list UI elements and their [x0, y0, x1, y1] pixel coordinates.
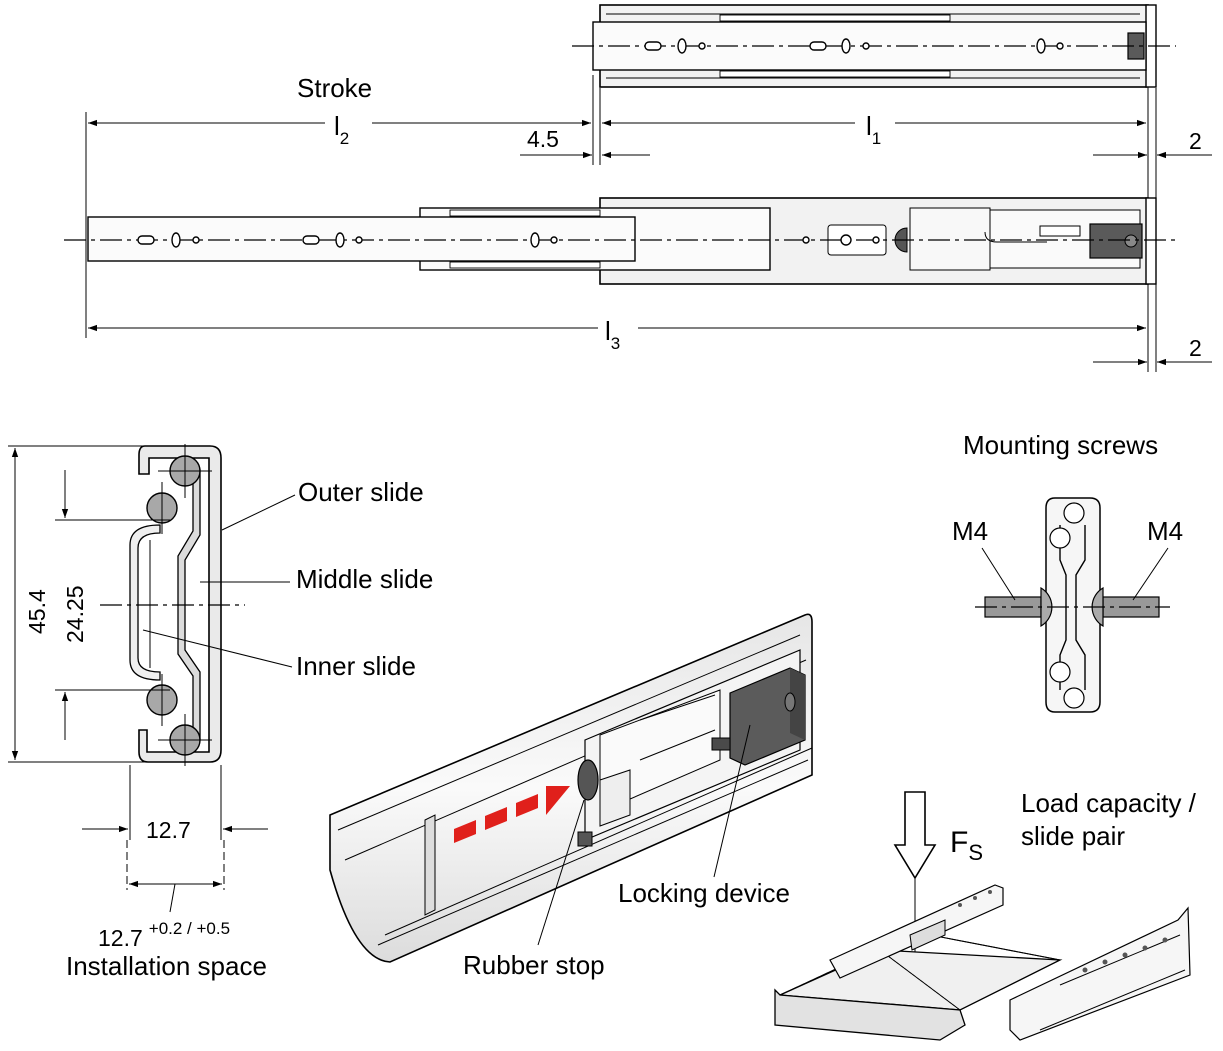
mounting-holes-closed	[644, 38, 1064, 54]
extended-slide-view	[64, 197, 1176, 285]
mounting-holes-extended	[137, 232, 880, 248]
dimension-2-top: 2	[1189, 128, 1202, 154]
installation-value: 12.7+0.2 / +0.5	[98, 919, 230, 951]
middle-slide-label: Middle slide	[296, 564, 433, 594]
dimension-l2: l2	[334, 111, 349, 148]
mounting-screws-diagram	[975, 497, 1170, 713]
slide-holes-right	[1082, 937, 1168, 973]
cross-section-leaders	[142, 494, 296, 668]
direction-arrows	[454, 786, 570, 843]
locking-device-label: Locking device	[618, 878, 790, 908]
force-label: FS	[950, 826, 983, 865]
dimension-lines-bottom	[85, 240, 1212, 366]
detail-leaders	[537, 724, 751, 946]
ball-cage-top	[719, 14, 951, 78]
load-capacity-line-2: slide pair	[1021, 821, 1125, 851]
rubber-stop	[577, 759, 599, 801]
dimension-4-5: 4.5	[527, 126, 559, 152]
dimension-l1: l1	[866, 111, 881, 148]
cross-section-profile	[100, 444, 245, 766]
dimension-2-bottom: 2	[1189, 335, 1202, 361]
installation-space-label: Installation space	[66, 951, 267, 981]
slide-holes-left	[958, 890, 992, 907]
dimension-l3: l3	[605, 316, 620, 353]
stroke-label: Stroke	[297, 73, 372, 103]
cross-section-dimensions	[8, 445, 268, 913]
inner-slide-label: Inner slide	[296, 651, 416, 681]
dimension-45-4: 45.4	[24, 589, 50, 634]
outer-slide-label: Outer slide	[298, 477, 424, 507]
dimension-12-7: 12.7	[146, 817, 191, 843]
left-screw-label: M4	[952, 516, 988, 546]
closed-slide-view	[572, 4, 1176, 88]
dimension-24-25: 24.25	[62, 585, 88, 643]
mounting-screws-title: Mounting screws	[963, 430, 1158, 460]
locking-detail-view	[329, 613, 813, 963]
rubber-stop-label: Rubber stop	[463, 950, 605, 980]
drawer-illustration	[774, 884, 1191, 1041]
load-capacity-line-1: Load capacity /	[1021, 788, 1197, 818]
right-screw-label: M4	[1147, 516, 1183, 546]
